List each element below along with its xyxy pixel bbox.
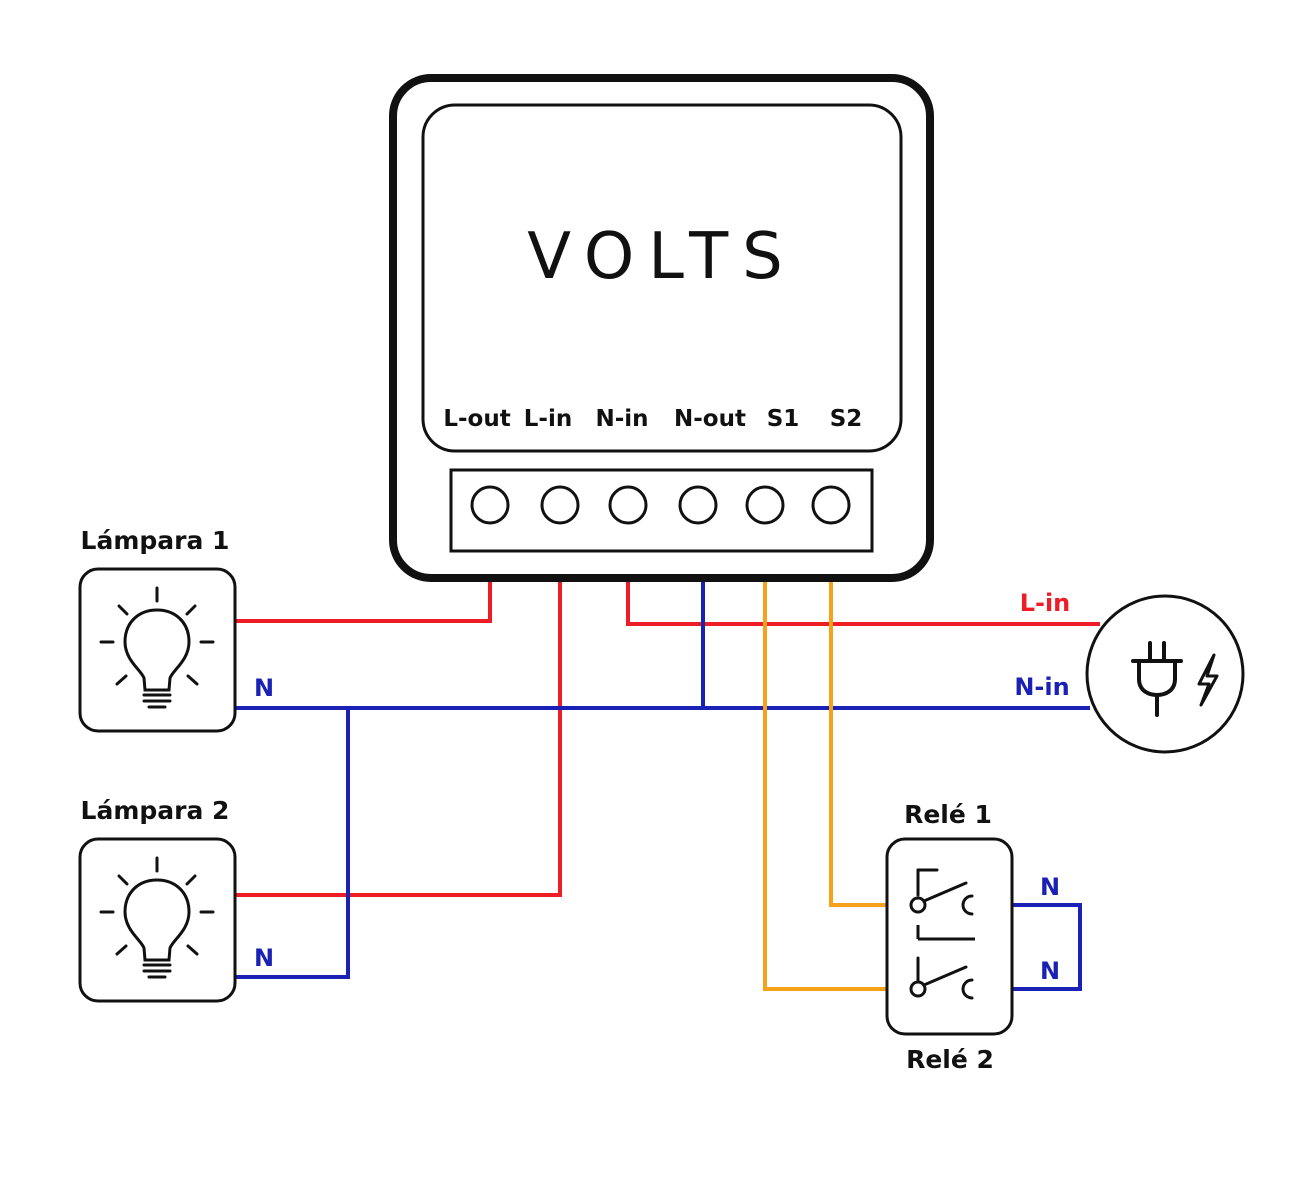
relay-2-switch xyxy=(909,956,974,1000)
lamp-2-label: Lámpara 2 xyxy=(81,796,230,825)
terminal-n-out xyxy=(678,485,718,525)
relay-unit: Relé 1 N N Relé 2 xyxy=(885,800,1060,1074)
lamp-1: Lámpara 1 N xyxy=(78,526,274,733)
lamp-1-label: Lámpara 1 xyxy=(81,526,230,555)
terminal-l-in xyxy=(540,485,580,525)
terminal-label-n-out: N-out xyxy=(674,406,746,432)
relay-box xyxy=(885,837,1014,1036)
terminal-label-s1: S1 xyxy=(767,406,800,432)
terminal-label-n-in: N-in xyxy=(595,406,648,432)
relay-1-label: Relé 1 xyxy=(904,800,992,829)
wire-relay-neutral-loop xyxy=(978,903,1082,991)
terminal-s1 xyxy=(745,485,785,525)
plug-icon xyxy=(1131,641,1183,717)
relay-1-switch xyxy=(909,868,974,916)
lamp-1-box xyxy=(78,567,237,733)
lamp-2-neutral-label: N xyxy=(254,944,274,972)
power-line-label: L-in xyxy=(1020,589,1071,617)
lightning-icon xyxy=(1197,653,1219,707)
lightbulb-icon xyxy=(99,586,215,709)
terminal-label-s2: S2 xyxy=(830,406,863,432)
relay-1-neutral-label: N xyxy=(1040,873,1060,901)
lamp-2: Lámpara 2 N xyxy=(78,796,274,1003)
power-neutral-label: N-in xyxy=(1014,673,1069,701)
wire-lin-lamp2 xyxy=(235,525,562,897)
device-brand: VOLTS xyxy=(527,220,797,294)
terminal-label-l-in: L-in xyxy=(524,406,572,432)
power-source: L-in N-in xyxy=(1014,589,1245,754)
device-face xyxy=(421,103,903,453)
wire-s2-relay1 xyxy=(829,525,912,907)
terminal-labels: L-out L-in N-in N-out S1 S2 xyxy=(443,406,862,432)
terminal-s2 xyxy=(811,485,851,525)
volts-device: VOLTS L-out L-in N-in N-out S1 S2 xyxy=(389,74,934,582)
terminal-block xyxy=(449,468,874,553)
terminals xyxy=(470,485,851,525)
lamp-2-box xyxy=(78,837,237,1003)
wire-s1-relay2 xyxy=(763,525,912,991)
relay-2-neutral-label: N xyxy=(1040,957,1060,985)
wire-neutral-lamp2 xyxy=(235,708,350,979)
power-circle xyxy=(1085,594,1245,754)
lamp-1-neutral-label: N xyxy=(254,674,274,702)
relay-divider xyxy=(916,925,975,941)
terminal-n-in xyxy=(608,485,648,525)
lightbulb-icon xyxy=(99,856,215,979)
terminal-label-l-out: L-out xyxy=(443,406,510,432)
relay-2-label: Relé 2 xyxy=(906,1045,994,1074)
terminal-l-out xyxy=(470,485,510,525)
